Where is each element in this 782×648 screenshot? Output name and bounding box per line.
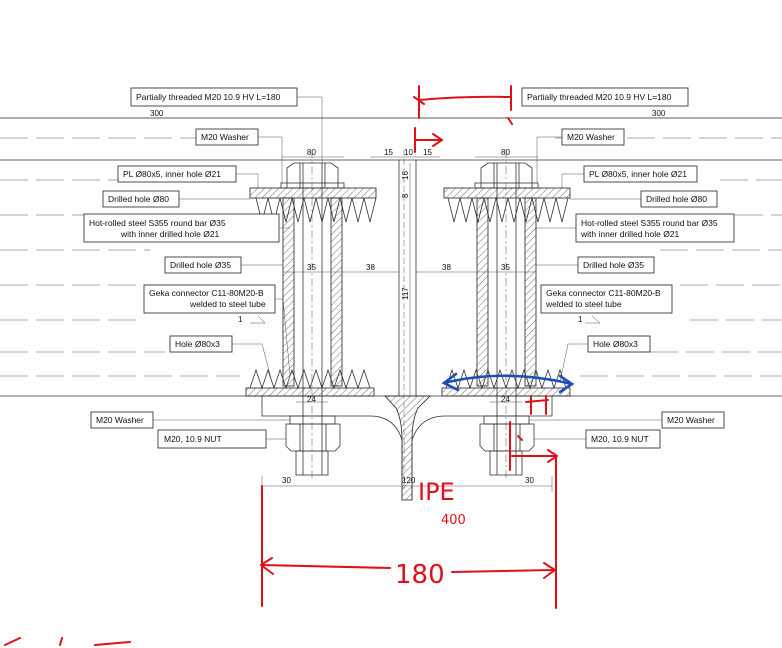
- dim-24-left: 24: [307, 395, 316, 404]
- dim-300-left: 300: [150, 109, 164, 118]
- right-bottom-nut: [479, 423, 535, 452]
- callout-drilled35-left: Drilled hole Ø35: [170, 260, 231, 270]
- callout-hole80-left: Hole Ø80x3: [175, 339, 220, 349]
- red-ipe-label: IPE: [418, 478, 455, 506]
- callout-bolt-right: Partially threaded M20 10.9 HV L=180: [527, 92, 672, 102]
- red-gap-arrow: [414, 127, 443, 153]
- red-ipe-size: 400: [441, 513, 466, 528]
- left-top-plate: [249, 187, 377, 199]
- left-top-nut: [286, 162, 339, 189]
- dim-80-right: 80: [501, 148, 510, 157]
- dim-38-right: 38: [442, 263, 451, 272]
- background-lines: [0, 117, 782, 397]
- right-callouts: Partially threaded M20 10.9 HV L=180 M20…: [521, 87, 735, 449]
- red-bolt-distance-line: [418, 95, 512, 101]
- callout-drilled35-right: Drilled hole Ø35: [583, 260, 644, 270]
- dim-16: 16: [401, 171, 410, 180]
- dim-15-b: 15: [423, 148, 432, 157]
- right-tube-wall-l: [476, 197, 489, 387]
- right-tube-wall-r: [524, 197, 537, 387]
- right-top-nut: [480, 162, 533, 189]
- dim-10: 10: [404, 148, 413, 157]
- left-bottom-plate: [245, 387, 375, 397]
- callout-geka-right-1: Geka connector C11-80M20-B: [546, 288, 661, 298]
- callout-washer-top-right: M20 Washer: [567, 132, 615, 142]
- callout-plate-right: PL Ø80x5, inner hole Ø21: [589, 169, 687, 179]
- callout-geka-right-2: welded to steel tube: [545, 299, 622, 309]
- left-tube-wall-r: [330, 197, 343, 387]
- dim-120: 120: [402, 476, 416, 485]
- dimension-texts: 300 300 80 80 15 10 15 16 8 35 38 38 35 …: [150, 109, 666, 485]
- red-overall-arrow-right: [451, 562, 556, 579]
- slope-right: 1: [578, 315, 583, 324]
- callout-roundbar-left-1: Hot-rolled steel S355 round bar Ø35: [89, 218, 226, 228]
- callout-drilled80-right: Drilled hole Ø80: [646, 194, 707, 204]
- left-bottom-nut: [285, 423, 341, 452]
- blue-markup: [441, 372, 575, 394]
- left-callouts: Partially threaded M20 10.9 HV L=180 M20…: [83, 87, 323, 449]
- callout-roundbar-left-2: with inner drilled hole Ø21: [120, 229, 220, 239]
- left-bottom-geka-teeth: [249, 368, 371, 390]
- callout-roundbar-right-1: Hot-rolled steel S355 round bar Ø35: [581, 218, 718, 228]
- dim-117: 117: [401, 287, 410, 300]
- dim-15-a: 15: [384, 148, 393, 157]
- left-tube-wall-l: [282, 197, 295, 387]
- red-markup: IPE 400 180: [4, 85, 558, 646]
- right-top-geka-teeth: [447, 197, 569, 223]
- red-overall-dimension: 180: [395, 560, 445, 590]
- callout-drilled80-left: Drilled hole Ø80: [108, 194, 169, 204]
- callout-hole80-right: Hole Ø80x3: [593, 339, 638, 349]
- callout-washer-top-left: M20 Washer: [201, 132, 249, 142]
- dim-35-right: 35: [501, 263, 510, 272]
- callout-geka-left-2: welded to steel tube: [189, 299, 266, 309]
- dim-300-right: 300: [652, 109, 666, 118]
- slope-left: 1: [238, 315, 243, 324]
- dim-35-left: 35: [307, 263, 316, 272]
- callout-washer-bottom-right: M20 Washer: [667, 415, 715, 425]
- ipe-web: [261, 150, 553, 501]
- callout-plate-left: PL Ø80x5, inner hole Ø21: [123, 169, 221, 179]
- dim-8: 8: [401, 193, 410, 198]
- right-connector: [441, 150, 571, 480]
- dim-30-right: 30: [525, 476, 534, 485]
- callout-nut-right: M20, 10.9 NUT: [591, 434, 649, 444]
- red-overall-arrow-left: [260, 557, 391, 575]
- callout-washer-bottom-left: M20 Washer: [96, 415, 144, 425]
- callout-bolt-left: Partially threaded M20 10.9 HV L=180: [136, 92, 281, 102]
- callout-nut-left: M20, 10.9 NUT: [164, 434, 222, 444]
- dim-38-left: 38: [366, 263, 375, 272]
- callout-roundbar-right-2: with inner drilled hole Ø21: [580, 229, 680, 239]
- red-bottom-mark: [525, 395, 549, 415]
- callout-geka-left-1: Geka connector C11-80M20-B: [149, 288, 264, 298]
- right-top-plate: [443, 187, 571, 199]
- right-bottom-plate: [441, 387, 571, 397]
- left-connector: [245, 150, 377, 480]
- dim-24-right: 24: [501, 395, 510, 404]
- dim-80-left: 80: [307, 148, 316, 157]
- blue-arc-arrow: [442, 374, 574, 386]
- dim-30-left: 30: [282, 476, 291, 485]
- dimension-lines: [0, 117, 782, 492]
